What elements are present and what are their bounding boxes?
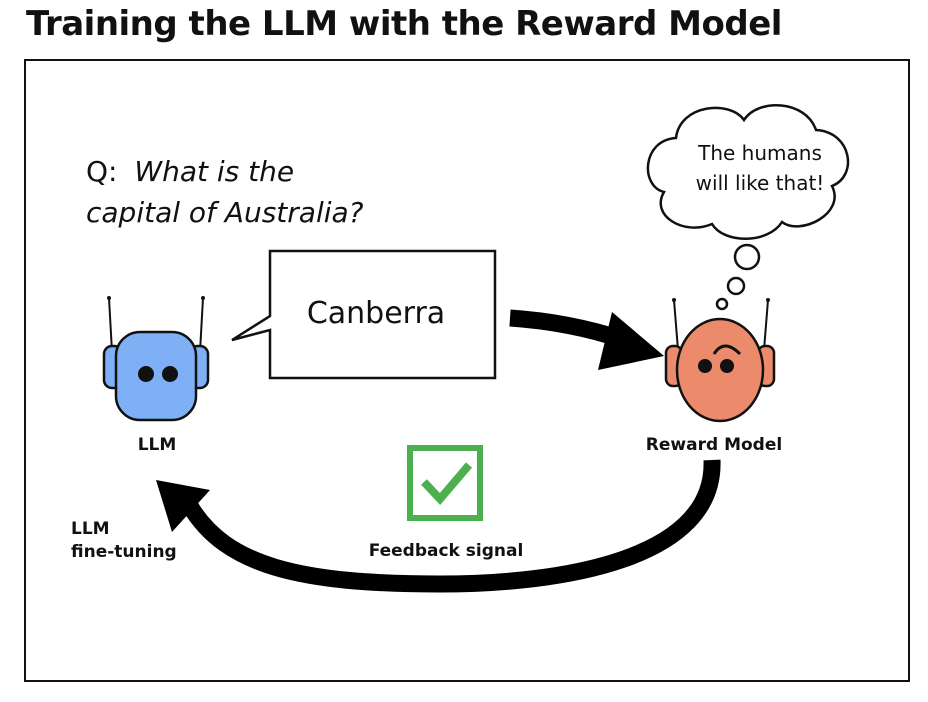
- reward-model-label: Reward Model: [646, 435, 782, 455]
- finetune-label-line2: fine-tuning: [71, 542, 177, 562]
- question-line2: capital of Australia?: [86, 196, 364, 229]
- llm-robot-icon: [102, 296, 210, 422]
- feedback-arrow: [182, 459, 721, 593]
- svg-text:Q: What is the: Q: What is the: [86, 155, 294, 188]
- llm-label: LLM: [138, 435, 177, 455]
- answer-speech-bubble: Canberra: [231, 249, 497, 380]
- feedback-arrowhead: [156, 480, 210, 532]
- checkmark-icon: [407, 445, 483, 521]
- page-title: Training the LLM with the Reward Model: [26, 4, 782, 44]
- thought-line1: The humans: [697, 141, 822, 165]
- finetune-label-line1: LLM: [71, 519, 110, 539]
- thought-cloud-icon: The humans will like that!: [646, 104, 850, 311]
- question-prefix: Q:: [86, 155, 117, 188]
- answer-to-reward-arrowhead: [598, 312, 664, 370]
- diagram-frame: [24, 59, 910, 682]
- question-line1: What is the: [134, 155, 294, 188]
- answer-text: Canberra: [307, 296, 445, 331]
- reward-robot-icon: [664, 298, 776, 423]
- feedback-label: Feedback signal: [369, 541, 524, 561]
- thought-line2: will like that!: [696, 171, 825, 195]
- question-text: Q: What is the capital of Australia?: [86, 155, 364, 229]
